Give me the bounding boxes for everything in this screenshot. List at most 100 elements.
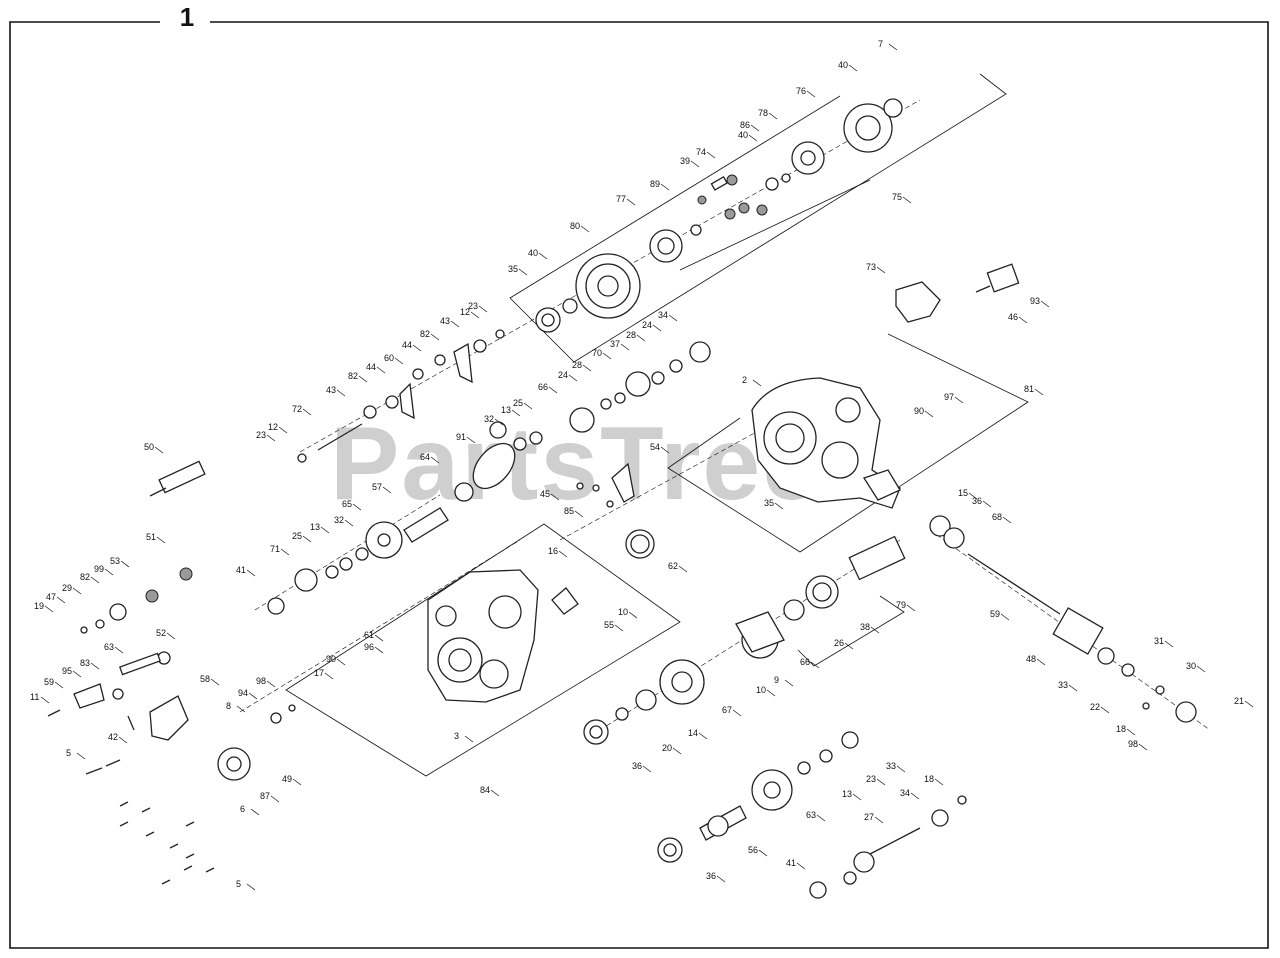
callout-label: 54 — [650, 442, 660, 452]
callout-leader — [376, 366, 386, 374]
callout-label: 68 — [992, 512, 1002, 522]
callout-label: 21 — [1234, 696, 1244, 706]
callout-label: 65 — [342, 499, 352, 509]
ring-gear-80 — [575, 253, 641, 319]
callout-label: 66 — [800, 657, 810, 667]
callout-label: 87 — [260, 791, 270, 801]
callout-label: 62 — [668, 561, 678, 571]
callout-label: 26 — [834, 638, 844, 648]
callout-leader — [156, 536, 166, 544]
callout-leader — [558, 550, 568, 558]
callout-label: 40 — [738, 130, 748, 140]
callout-label: 37 — [610, 339, 620, 349]
callout-leader — [104, 568, 114, 576]
callout-label: 45 — [540, 489, 550, 499]
callout-label: 10 — [618, 607, 628, 617]
assembly-box-76 — [509, 73, 1007, 363]
callout-leader — [280, 548, 290, 556]
callout-leader — [90, 662, 100, 670]
callout-label: 46 — [1008, 312, 1018, 322]
callout-label: 41 — [236, 565, 246, 575]
callout-label: 13 — [842, 789, 852, 799]
callout-leader — [580, 225, 590, 233]
callout-label: 44 — [402, 340, 412, 350]
callout-leader — [768, 112, 778, 120]
callout-leader — [796, 862, 806, 870]
frame-border — [9, 21, 1269, 949]
callout-label: 61 — [364, 630, 374, 640]
callout-leader — [382, 486, 392, 494]
callout-leader — [1244, 700, 1254, 708]
callout-leader — [90, 576, 100, 584]
callout-leader — [766, 689, 776, 697]
callout-label: 36 — [706, 871, 716, 881]
callout-label: 24 — [558, 370, 568, 380]
callout-label: 41 — [786, 858, 796, 868]
callout-leader — [336, 658, 346, 666]
shift-fork-54 — [576, 462, 655, 559]
figure-number: 1 — [172, 2, 202, 33]
callout-label: 66 — [538, 382, 548, 392]
callout-leader — [266, 680, 276, 688]
callout-leader — [430, 456, 440, 464]
callout-leader — [270, 795, 280, 803]
callout-label: 20 — [662, 743, 672, 753]
callout-label: 44 — [366, 362, 376, 372]
callout-label: 16 — [548, 546, 558, 556]
callout-leader — [1164, 640, 1174, 648]
callout-label: 51 — [146, 532, 156, 542]
callout-label: 82 — [80, 572, 90, 582]
callout-leader — [44, 605, 54, 613]
callout-leader — [774, 502, 784, 510]
callout-leader — [876, 266, 886, 274]
callout-leader — [412, 344, 422, 352]
callout-leader — [848, 64, 858, 72]
callout-leader — [888, 43, 898, 51]
callout-leader — [336, 389, 346, 397]
callout-label: 59 — [990, 609, 1000, 619]
callout-label: 36 — [972, 496, 982, 506]
callout-label: 32 — [334, 515, 344, 525]
callout-label: 27 — [864, 812, 874, 822]
callout-leader — [374, 634, 384, 642]
callout-label: 23 — [468, 301, 478, 311]
callout-leader — [430, 333, 440, 341]
gasket-55 — [551, 587, 579, 615]
callout-leader — [1034, 388, 1044, 396]
callout-label: 86 — [740, 120, 750, 130]
callout-label: 14 — [688, 728, 698, 738]
callout-label: 17 — [314, 668, 324, 678]
cover-plate-66 — [735, 611, 785, 653]
assembly-box-75-lower — [679, 179, 871, 271]
callout-label: 55 — [604, 620, 614, 630]
callout-label: 90 — [914, 406, 924, 416]
assembly-box-79 — [797, 595, 905, 667]
callout-leader — [672, 747, 682, 755]
callout-leader — [902, 196, 912, 204]
callout-label: 18 — [1116, 724, 1126, 734]
callout-leader — [758, 849, 768, 857]
callout-label: 82 — [420, 329, 430, 339]
spider-gears — [697, 174, 768, 220]
callout-label: 74 — [696, 147, 706, 157]
callout-leader — [154, 446, 164, 454]
callout-leader — [523, 402, 533, 410]
callout-leader — [1018, 316, 1028, 324]
callout-label: 24 — [642, 320, 652, 330]
callout-leader — [652, 324, 662, 332]
callout-label: 57 — [372, 482, 382, 492]
differential-carrier — [765, 98, 903, 191]
callout-label: 31 — [1154, 636, 1164, 646]
callout-label: 59 — [44, 677, 54, 687]
callout-label: 25 — [292, 531, 302, 541]
callout-label: 18 — [924, 774, 934, 784]
callout-leader — [924, 410, 934, 418]
callout-leader — [302, 535, 312, 543]
callout-leader — [620, 343, 630, 351]
callout-leader — [210, 678, 220, 686]
callout-leader — [750, 124, 760, 132]
callout-label: 43 — [440, 316, 450, 326]
callout-leader — [292, 778, 302, 786]
callout-leader — [852, 793, 862, 801]
